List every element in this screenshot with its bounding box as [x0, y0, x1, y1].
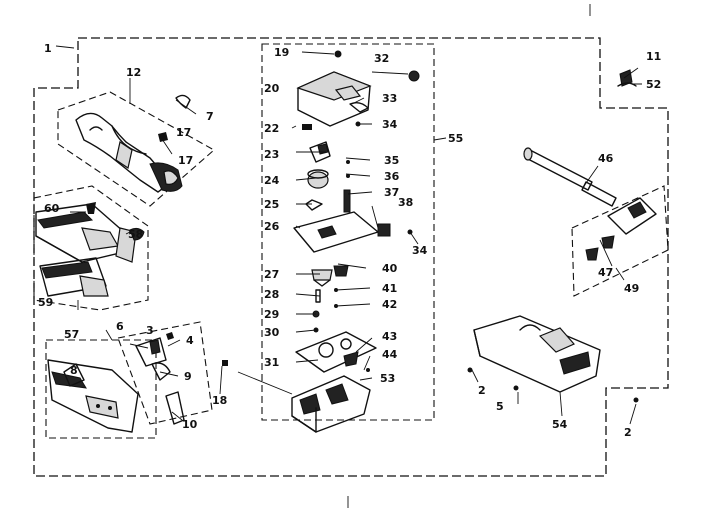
callout-60: 60 — [44, 202, 60, 215]
callout-2: 2 — [478, 384, 486, 397]
callout-46: 46 — [598, 152, 614, 165]
callout-6: 6 — [116, 320, 124, 333]
part-3-4-assembly — [135, 332, 174, 367]
part-6-base — [47, 359, 139, 433]
callout-4: 4 — [186, 334, 194, 347]
callout-27: 27 — [264, 268, 279, 281]
part-8 — [63, 363, 85, 387]
callout-28: 28 — [264, 288, 279, 301]
part-17 — [158, 132, 168, 142]
callout-23: 23 — [264, 148, 279, 161]
callout-3: 3 — [146, 324, 154, 337]
callout-31: 31 — [264, 356, 279, 369]
part-60 — [86, 202, 96, 214]
callout-40: 40 — [382, 262, 398, 275]
callout-labels: 1 2 2 3 4 5 6 7 8 9 10 11 12 17 17 18 19… — [38, 42, 661, 439]
part-58 — [129, 227, 145, 241]
part-19 — [334, 50, 342, 58]
callout-58: 58 — [128, 228, 143, 241]
part-49-assembly — [585, 197, 657, 261]
callout-7: 7 — [206, 110, 214, 123]
part-23 — [309, 141, 331, 163]
part-38 — [377, 223, 391, 237]
callout-49: 49 — [624, 282, 639, 295]
callout-41: 41 — [382, 282, 397, 295]
part-33 — [349, 101, 369, 113]
part-54-frame — [473, 315, 601, 393]
callout-36: 36 — [384, 170, 400, 183]
callout-37: 37 — [384, 186, 399, 199]
callout-34: 34 — [412, 244, 428, 257]
part-20 — [296, 71, 372, 127]
callout-19: 19 — [274, 46, 289, 59]
part-12-body — [75, 112, 183, 193]
part-28 — [315, 289, 321, 303]
callout-12: 12 — [126, 66, 141, 79]
callout-8: 8 — [70, 364, 78, 377]
part-26-plate — [293, 211, 379, 253]
outer-frame — [33, 37, 669, 477]
group-box-6 — [45, 339, 157, 439]
part-10 — [165, 391, 185, 425]
callout-55: 55 — [448, 132, 463, 145]
callout-20: 20 — [264, 82, 280, 95]
part-57-housing — [35, 203, 137, 263]
callout-24: 24 — [264, 174, 280, 187]
callout-18: 18 — [212, 394, 227, 407]
callout-57: 57 — [64, 328, 79, 341]
callout-59: 59 — [38, 296, 53, 309]
callout-5: 5 — [496, 400, 504, 413]
callout-32: 32 — [374, 52, 389, 65]
callout-33: 33 — [382, 92, 397, 105]
group-box-49 — [571, 185, 669, 297]
callout-52: 52 — [646, 78, 661, 91]
callout-1: 1 — [44, 42, 52, 55]
callout-11: 11 — [646, 50, 661, 63]
part-43-44 — [343, 351, 370, 372]
part-32 — [408, 70, 420, 82]
part-34-top — [355, 121, 361, 127]
callout-43: 43 — [382, 330, 397, 343]
group-box-12 — [57, 91, 215, 207]
callout-34: 34 — [382, 118, 398, 131]
part-25 — [305, 199, 323, 211]
group-box-57 — [33, 185, 149, 311]
callout-30: 30 — [264, 326, 280, 339]
callout-10: 10 — [182, 418, 198, 431]
part-46-shaft — [523, 147, 617, 207]
part-37 — [343, 189, 351, 213]
part-27 — [311, 269, 333, 287]
callout-35: 35 — [384, 154, 399, 167]
part-35-36 — [346, 160, 350, 178]
callout-17: 17 — [178, 154, 193, 167]
part-18 — [222, 360, 228, 366]
callout-42: 42 — [382, 298, 397, 311]
callout-26: 26 — [264, 220, 280, 233]
part-9 — [151, 362, 171, 381]
part-40 — [333, 265, 349, 277]
callout-9: 9 — [184, 370, 192, 383]
callout-25: 25 — [264, 198, 279, 211]
part-2-screws — [467, 367, 639, 403]
leader-lines — [55, 45, 642, 425]
callout-54: 54 — [552, 418, 568, 431]
callout-17: 17 — [176, 126, 191, 139]
callout-44: 44 — [382, 348, 398, 361]
callout-38: 38 — [398, 196, 413, 209]
callout-22: 22 — [264, 122, 279, 135]
callout-2: 2 — [624, 426, 632, 439]
group-box-6b — [117, 321, 213, 425]
part-53-block — [291, 375, 371, 433]
part-31-plate — [295, 331, 377, 373]
callout-47: 47 — [598, 266, 613, 279]
callout-53: 53 — [380, 372, 395, 385]
part-24 — [307, 169, 329, 189]
registration-marks — [347, 4, 591, 508]
part-59 — [39, 257, 109, 297]
callout-29: 29 — [264, 308, 279, 321]
part-22 — [302, 124, 312, 130]
part-5 — [513, 385, 519, 391]
